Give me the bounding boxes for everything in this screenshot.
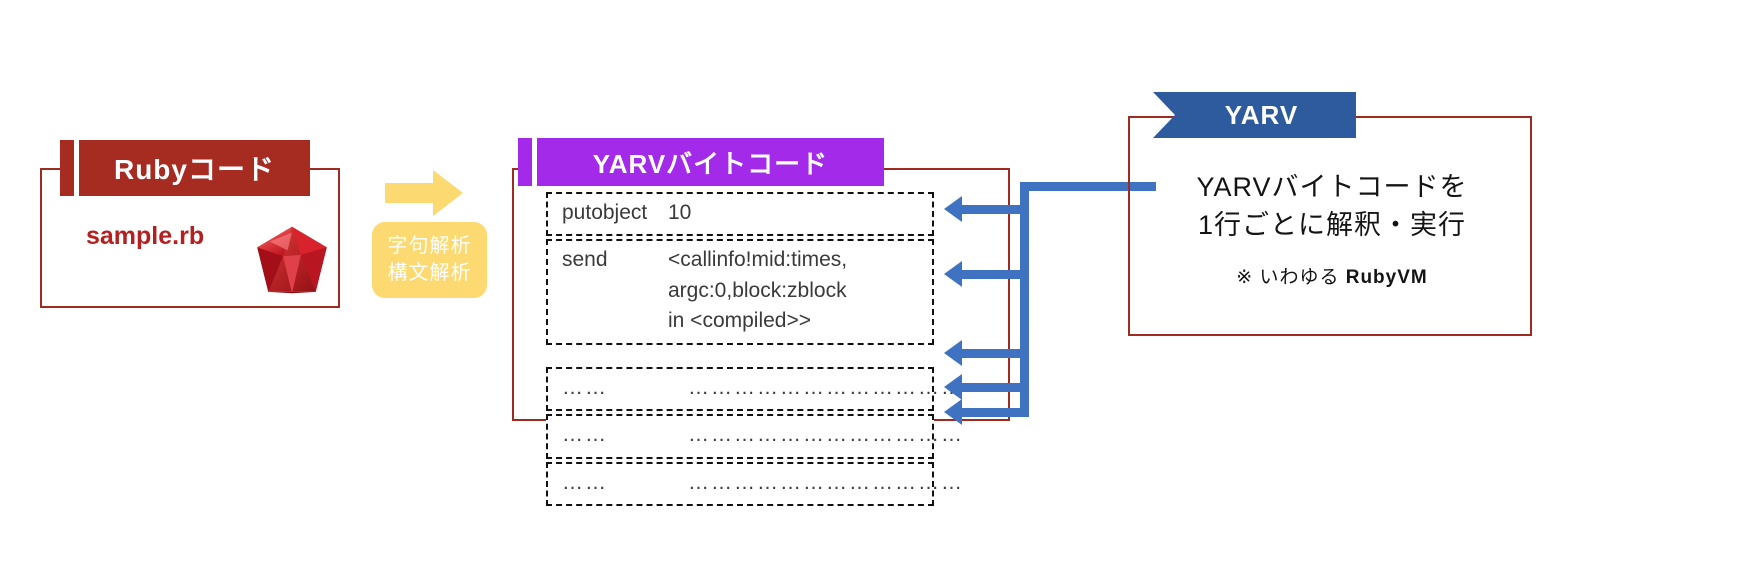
- yarv-banner: YARV: [1153, 92, 1356, 138]
- left-arrow-icon: [944, 374, 962, 400]
- ruby-gem-icon: [257, 226, 327, 294]
- bytecode-op: putobject: [562, 201, 648, 224]
- bytecode-arg: <callinfo!mid:times,: [668, 248, 848, 272]
- execution-feed-line: [1020, 182, 1156, 191]
- bytecode-banner-label: YARVバイトコード: [537, 138, 884, 186]
- parse-step-label: 字句解析 構文解析: [372, 222, 487, 298]
- yarv-description: YARVバイトコードを 1行ごとに解釈・実行: [1152, 168, 1512, 245]
- bytecode-row: putobject 10: [546, 192, 934, 237]
- bytecode-row: …… ………………………………: [546, 461, 962, 507]
- right-arrow-icon: [385, 170, 463, 216]
- yarv-note: ※ いわゆる RubyVM: [1152, 262, 1512, 289]
- bytecode-banner-gap: [532, 138, 537, 186]
- bytecode-op: ……: [562, 470, 608, 494]
- bytecode-op: send: [562, 248, 608, 272]
- bytecode-banner: YARVバイトコード: [518, 138, 884, 186]
- bytecode-instruction-list: putobject 10 send <callinfo!mid:times, a…: [546, 192, 962, 507]
- bytecode-op: ……: [562, 423, 608, 447]
- yarv-banner-shape: [1153, 92, 1356, 138]
- execution-arrow-shaft: [962, 349, 1026, 358]
- yarv-note-bold: RubyVM: [1345, 267, 1428, 288]
- bytecode-arg: ………………………………: [688, 423, 964, 447]
- left-arrow-icon: [944, 261, 962, 287]
- execution-arrow-shaft: [962, 270, 1026, 279]
- ruby-banner-gap: [74, 140, 79, 196]
- bytecode-op: ……: [562, 375, 608, 399]
- bytecode-banner-tab: [518, 138, 532, 186]
- ruby-filename-label: sample.rb: [86, 222, 205, 250]
- bytecode-row: …… ………………………………: [546, 414, 962, 459]
- execution-arrow-shaft: [962, 205, 1026, 214]
- bytecode-arg: 10: [668, 201, 692, 224]
- left-arrow-icon: [944, 340, 962, 366]
- yarv-banner-label: YARV: [1224, 99, 1299, 130]
- ruby-banner-label: Rubyコード: [79, 140, 310, 196]
- bytecode-row: …… ………………………………: [546, 366, 962, 412]
- parse-step-line1: 字句解析: [387, 235, 472, 257]
- execution-bus-line: [1020, 182, 1029, 417]
- ruby-banner-tab: [60, 140, 74, 196]
- parse-step-line2: 構文解析: [387, 262, 472, 284]
- left-arrow-icon: [944, 196, 962, 222]
- bytecode-row: send <callinfo!mid:times, argc:0,block:z…: [546, 239, 934, 345]
- bytecode-arg: ………………………………: [688, 470, 964, 494]
- bytecode-arg: ………………………………: [688, 375, 964, 399]
- left-arrow-icon: [944, 399, 962, 425]
- bytecode-arg: in <compiled>>: [668, 309, 812, 333]
- ruby-code-banner: Rubyコード: [60, 140, 310, 196]
- yarv-description-line2: 1行ごとに解釈・実行: [1197, 210, 1467, 241]
- bytecode-arg: argc:0,block:zblock: [668, 278, 847, 302]
- yarv-description-line1: YARVバイトコードを: [1196, 172, 1468, 202]
- execution-arrow-shaft: [962, 408, 1026, 417]
- yarv-note-prefix: ※ いわゆる: [1236, 267, 1346, 288]
- execution-arrow-shaft: [962, 383, 1026, 392]
